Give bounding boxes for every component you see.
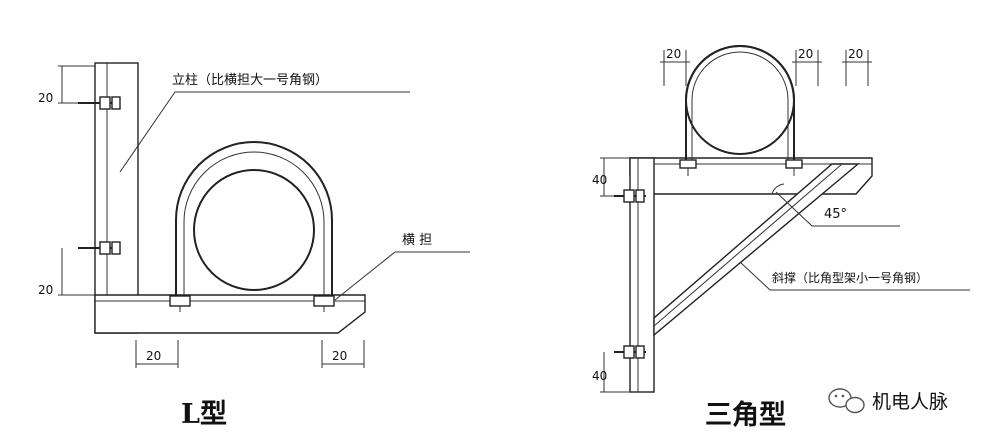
tri-upper-bolt [614, 189, 646, 203]
tri-dim-top-left: 20 [666, 47, 681, 61]
l-crossarm-angle [94, 294, 366, 334]
l-type-caption: L型 [181, 399, 227, 430]
l-column-label: 立柱（比横担大一号角钢） [172, 73, 328, 88]
watermark-text: 机电人脉 [872, 391, 948, 413]
tri-dim-left-upper: 40 [592, 173, 607, 187]
tri-u-bolt [685, 45, 795, 162]
l-dim-top: 20 [38, 91, 53, 105]
tri-diagonal-brace [653, 163, 860, 337]
tri-dim-top-right: 20 [848, 47, 863, 61]
l-dim-bottom-right: 20 [332, 349, 347, 363]
tri-dim-top-mid: 20 [798, 47, 813, 61]
l-u-bolt [175, 141, 333, 298]
l-upper-bolt [78, 96, 121, 110]
l-dim-left-lower: 20 [38, 283, 53, 297]
tri-angle-label: 45° [824, 207, 847, 222]
l-crossarm-label: 横 担 [402, 233, 432, 248]
tri-angle-arc [771, 183, 785, 195]
tri-brace-label: 斜撑（比角型架小一号角钢） [772, 270, 928, 285]
l-dim-bottom-left: 20 [146, 349, 161, 363]
watermark: 机电人脉 [828, 388, 948, 414]
l-pipe [193, 169, 315, 291]
l-lower-bolt [78, 241, 121, 255]
l-type-bracket: 20 20 20 20 立柱（比横担大一号角钢） 横 担 L型 [38, 62, 470, 430]
tri-dim-left-lower: 40 [592, 369, 607, 383]
tri-lower-bolt [614, 345, 646, 359]
triangle-type-caption: 三角型 [705, 399, 786, 431]
triangle-type-bracket: 20 20 20 40 40 45° [592, 45, 970, 431]
chat-bubble-icon [828, 388, 865, 414]
